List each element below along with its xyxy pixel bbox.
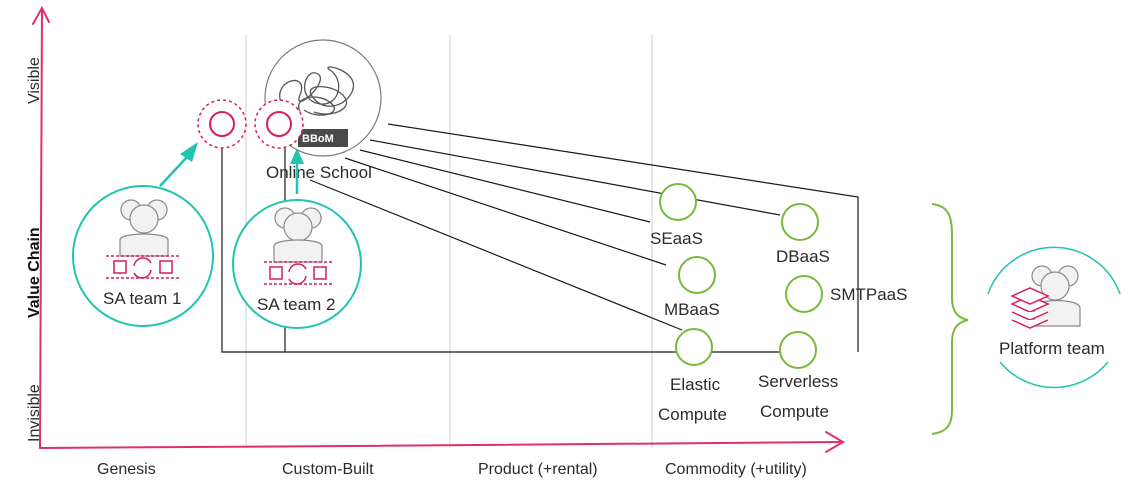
y-axis-bottom-label: Invisible (26, 384, 43, 442)
sync-icon (106, 255, 181, 279)
team-members-icon (1031, 265, 1081, 327)
x-stage-product: Product (+rental) (478, 461, 598, 478)
y-axis-title: Value Chain (26, 227, 43, 318)
sa-team-1-label: SA team 1 (103, 289, 181, 308)
dependency-lines (221, 123, 859, 353)
y-axis-arrowhead (32, 5, 50, 25)
y-axis-line (39, 9, 43, 449)
axes (32, 5, 845, 453)
seaas-label: SEaaS (650, 229, 703, 248)
mbaas-node (678, 256, 716, 294)
x-axis-line (39, 441, 843, 449)
sa-team-2-label: SA team 2 (257, 295, 335, 314)
elastic-compute-label-1: Elastic (670, 375, 721, 394)
need-circle-1-inner (209, 111, 235, 137)
platform-brace (931, 203, 969, 435)
dbaas-label: DBaaS (776, 247, 830, 266)
dbaas-node (781, 203, 819, 241)
serverless-compute-label-1: Serverless (758, 372, 838, 391)
mbaas-label: MBaaS (664, 300, 720, 319)
component-nodes[interactable] (659, 183, 823, 369)
user-needs (197, 99, 304, 149)
platform-team[interactable]: Platform team (984, 242, 1124, 389)
x-stage-custom-built: Custom-Built (282, 461, 374, 478)
bbom-badge-label: BBoM (302, 133, 334, 145)
elastic-compute-node (675, 328, 713, 366)
smtpaas-node (785, 275, 823, 313)
x-axis-arrowhead (825, 431, 845, 453)
seaas-node (659, 183, 697, 221)
x-stage-genesis: Genesis (97, 461, 156, 478)
layers-icon (1010, 287, 1050, 329)
x-stage-commodity: Commodity (+utility) (665, 461, 807, 478)
bbom-badge (298, 129, 348, 147)
serverless-compute-label-2: Compute (760, 402, 829, 421)
team-members-icon (273, 207, 323, 263)
platform-team-ring-top (987, 246, 1121, 295)
platform-team-label: Platform team (999, 339, 1105, 358)
elastic-compute-label-2: Compute (658, 405, 727, 424)
sa-team-2[interactable]: SA team 2 (232, 199, 362, 329)
team-members-icon (119, 199, 169, 257)
smtpaas-label: SMTPaaS (830, 285, 907, 304)
online-school-label: Online School (266, 163, 372, 182)
sync-icon (264, 261, 332, 285)
y-axis-top-label: Visible (26, 57, 43, 104)
team-arrows (159, 142, 304, 194)
platform-team-ring-bottom (999, 361, 1109, 389)
sa-team-1[interactable]: SA team 1 (72, 185, 214, 327)
serverless-compute-node (779, 331, 817, 369)
need-circle-2-inner (266, 111, 292, 137)
tangled-scribble-icon (279, 66, 355, 116)
